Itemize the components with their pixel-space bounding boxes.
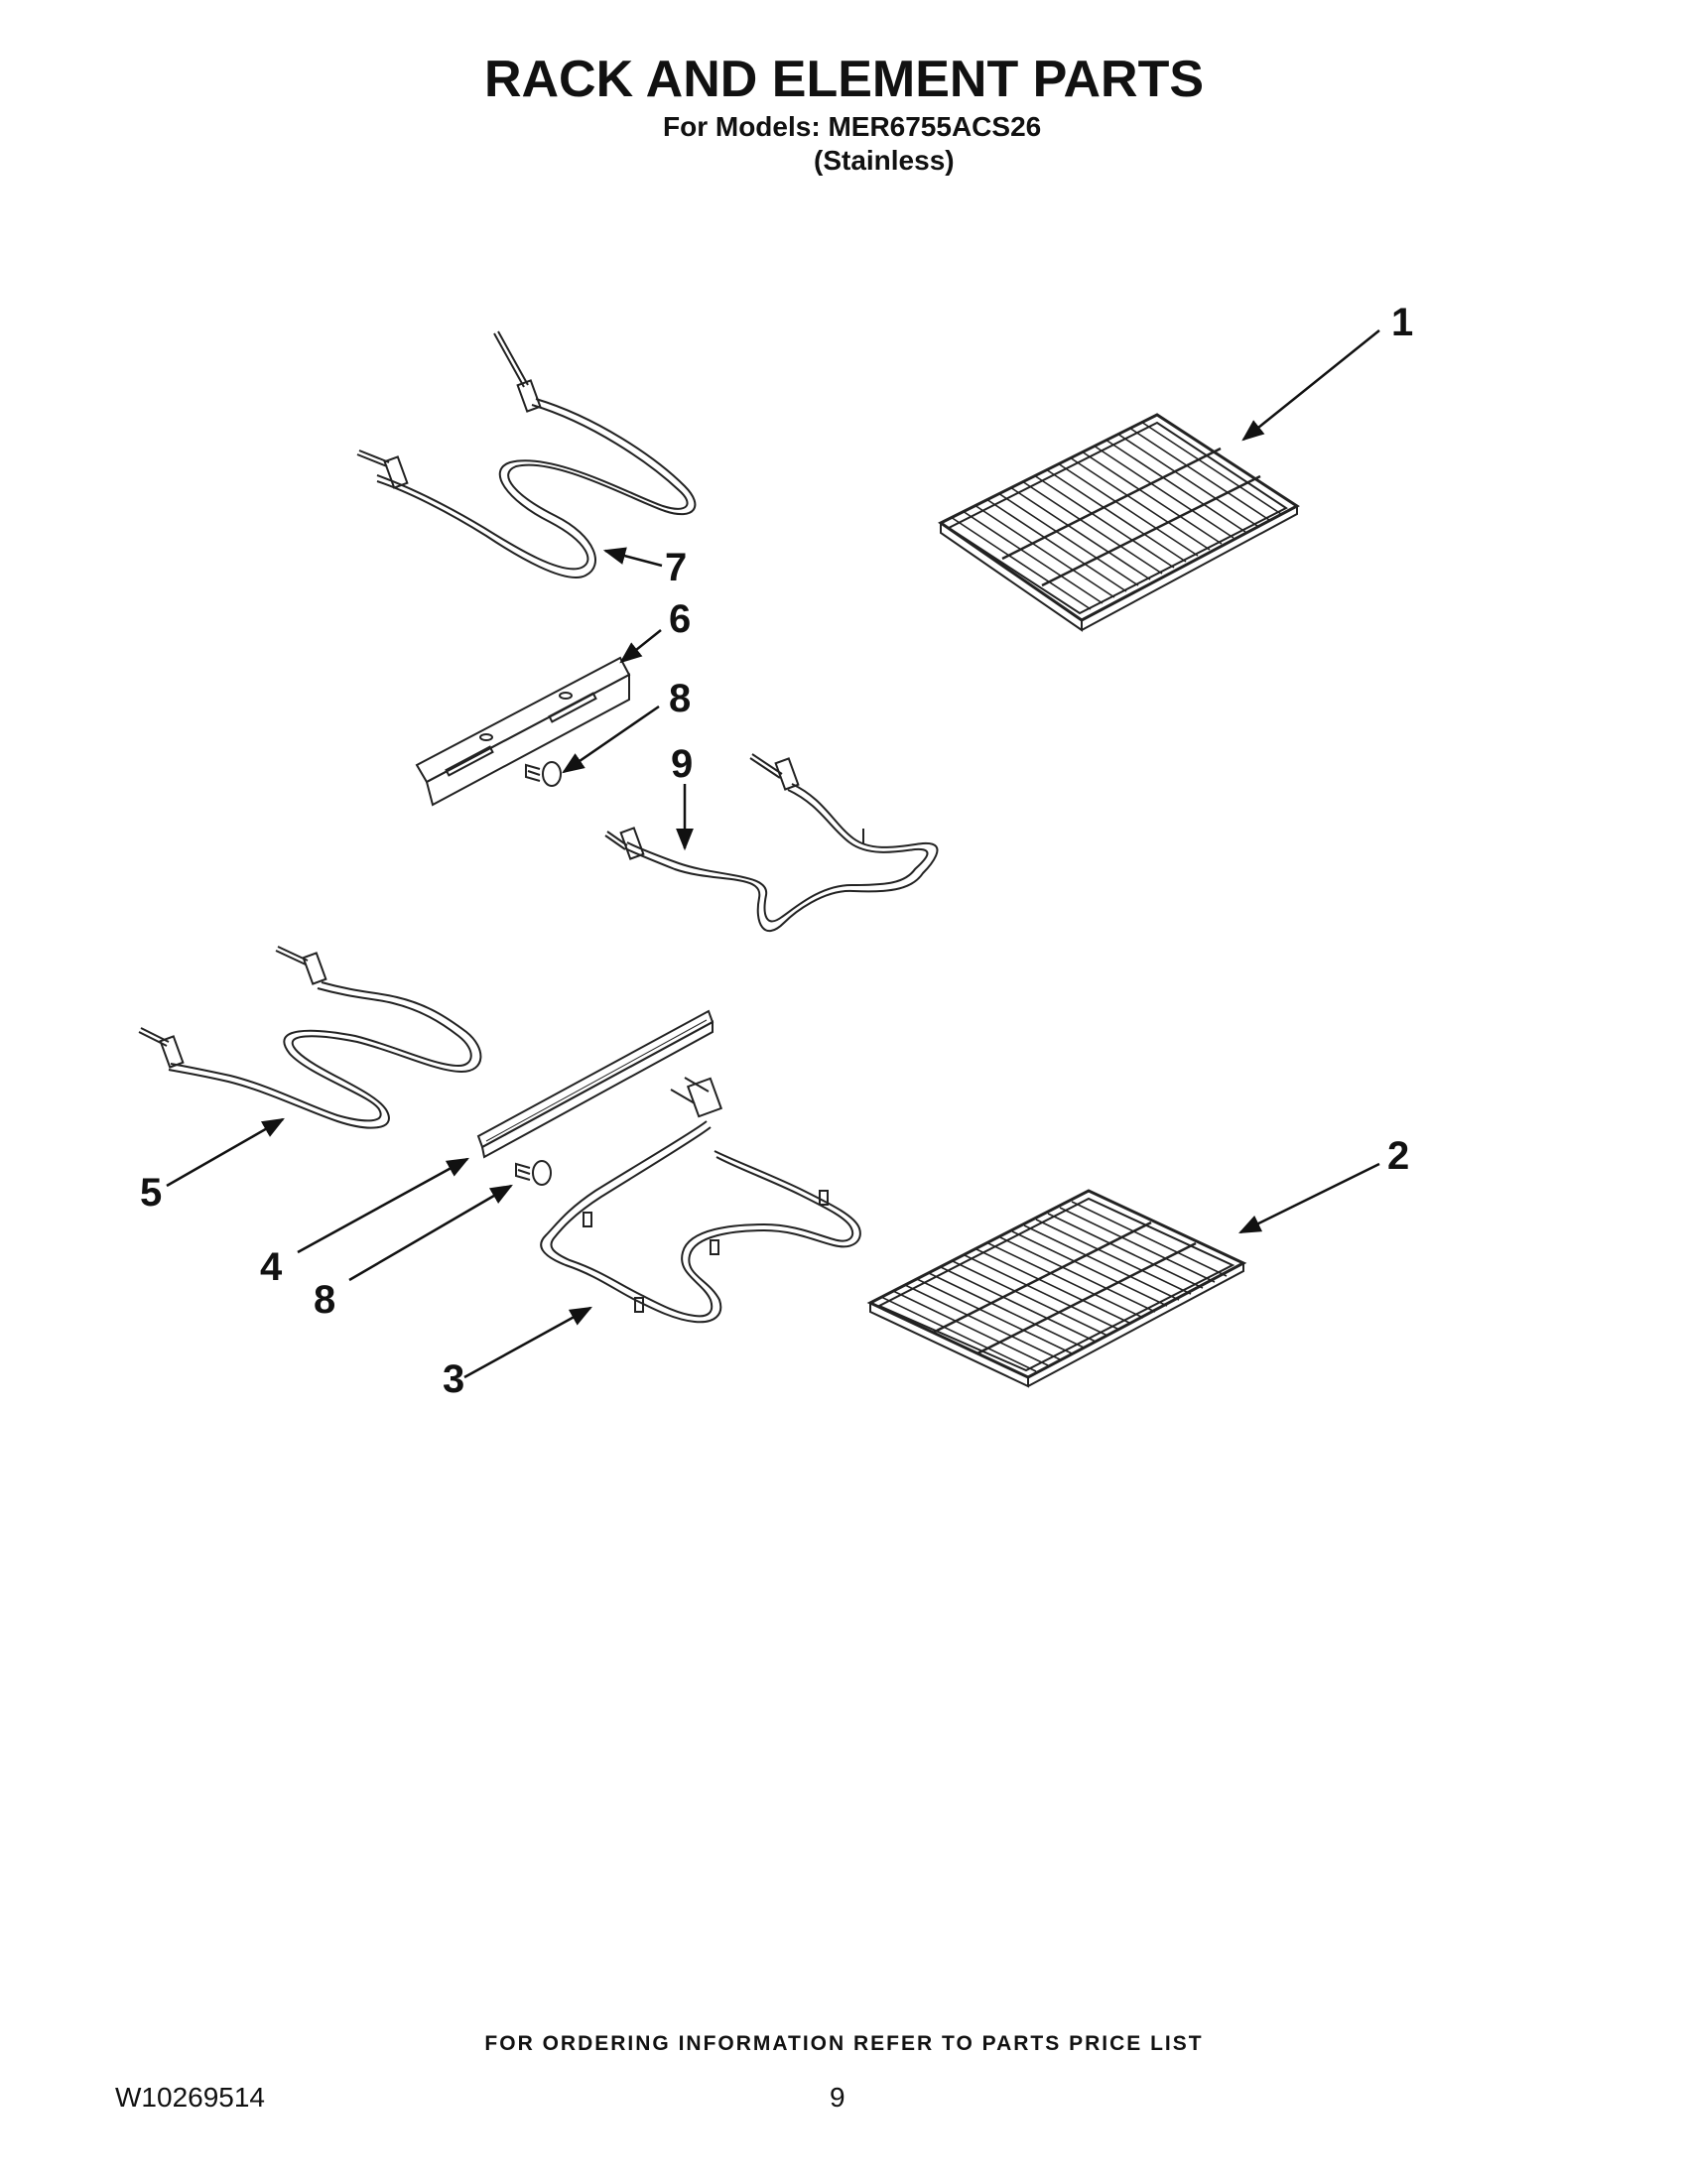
bake-element-upper (604, 753, 939, 932)
page-number: 9 (830, 2082, 845, 2113)
models-line: For Models: MER6755ACS26 (663, 111, 1042, 142)
broil-element (356, 330, 697, 578)
leader-lines (166, 329, 1380, 1379)
leader-2 (1237, 1162, 1380, 1234)
oven-rack-upper (938, 413, 1300, 632)
callout-9: 9 (671, 742, 694, 786)
leader-6 (619, 629, 662, 664)
callout-2: 2 (1387, 1134, 1410, 1178)
callout-7: 7 (665, 546, 688, 589)
document-number: W10269514 (115, 2082, 266, 2113)
leader-1 (1241, 329, 1380, 442)
leader-8a (562, 705, 660, 774)
callout-5: 5 (140, 1171, 163, 1215)
leader-7 (602, 547, 663, 568)
element-bracket (415, 656, 631, 807)
leader-3 (463, 1306, 592, 1379)
variant-label: (Stainless) (814, 145, 955, 176)
oven-rack-lower (866, 1189, 1247, 1388)
callout-4: 4 (260, 1245, 283, 1289)
leader-5 (166, 1117, 285, 1188)
page-title: RACK AND ELEMENT PARTS (483, 51, 1205, 108)
hidden-bake-element (540, 1077, 861, 1324)
leader-4 (297, 1157, 469, 1254)
ordering-note: FOR ORDERING INFORMATION REFER TO PARTS … (484, 2032, 1204, 2055)
callout-1: 1 (1391, 301, 1414, 344)
callout-3: 3 (443, 1357, 465, 1401)
bake-element-lower (138, 946, 482, 1129)
screw-upper (525, 761, 562, 787)
element-support-rail (476, 1009, 714, 1159)
callout-8-lower: 8 (314, 1278, 336, 1322)
leader-8b (348, 1184, 513, 1282)
callout-6: 6 (669, 597, 692, 641)
screw-lower (515, 1160, 552, 1186)
callout-8-upper: 8 (669, 677, 692, 720)
